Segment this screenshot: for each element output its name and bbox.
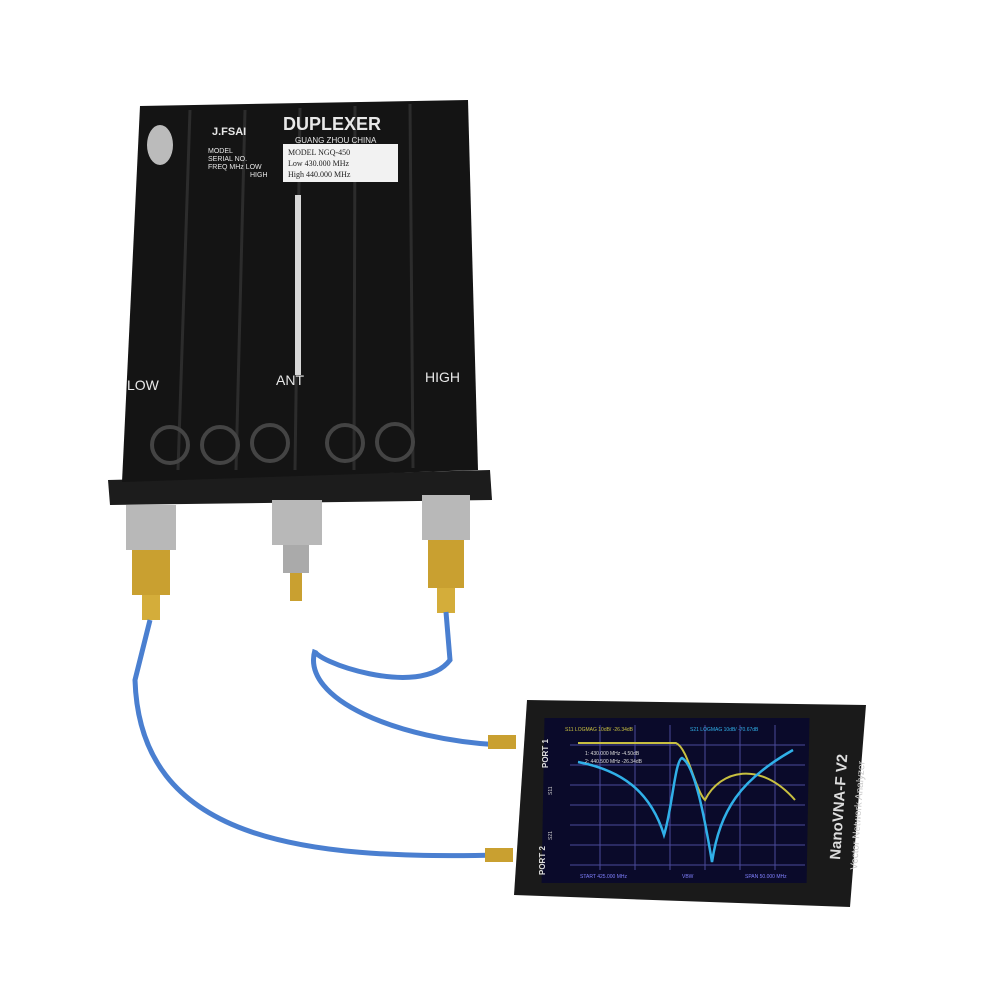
brand-logo: J.FSAI [212, 126, 246, 138]
spec-label [283, 144, 398, 182]
port-high-label: HIGH [425, 369, 460, 385]
trace2-header: S21 LOGMAG 10dB/ -70.67dB [690, 727, 759, 733]
cable-low-to-port2 [132, 619, 501, 859]
connector-ant [272, 500, 322, 601]
duplexer-title: DUPLEXER [283, 114, 381, 134]
trace-s11 [578, 742, 796, 802]
port-ant-label: ANT [276, 372, 304, 388]
duplexer-subtitle: GUANG ZHOU CHINA [295, 136, 377, 145]
reflection-strip [295, 195, 301, 375]
port2-connector [485, 848, 513, 862]
label-serial: SERIAL NO. [208, 156, 247, 163]
port-low-label: LOW [127, 377, 160, 393]
port1-label: PORT 1 [541, 739, 550, 768]
label-model: MODEL [208, 148, 233, 155]
spec-model: MODEL NGQ-450 [288, 148, 350, 157]
trace1-header: S11 LOGMAG 10dB/ -26.34dB [565, 727, 634, 733]
connector-low [126, 505, 176, 620]
tuning-loops [150, 422, 415, 465]
screen-grid [570, 725, 805, 870]
trace-s21 [577, 748, 794, 863]
footer-mid: VBW [682, 874, 694, 880]
marker2-readout: 2: 440.500 MHz -26.34dB [585, 759, 643, 765]
sticker [147, 125, 173, 165]
label-freq: FREQ MHz LOW [208, 164, 262, 171]
spec-low: Low 430.000 MHz [288, 159, 350, 168]
connector-high [422, 495, 470, 613]
marker1-readout: 1: 430.000 MHz -4.50dB [585, 751, 640, 757]
footer-span: SPAN 50.000 MHz [745, 874, 787, 880]
s11-label: S11 [548, 786, 554, 795]
port1-connector [488, 735, 516, 749]
footer-start: START 425.000 MHz [580, 874, 627, 880]
s21-label: S21 [548, 831, 554, 840]
label-high: HIGH [250, 172, 268, 179]
port2-label: PORT 2 [538, 846, 547, 875]
spec-high: High 440.000 MHz [288, 170, 351, 179]
cable-high-to-port1 [311, 611, 501, 748]
analyzer-screen [541, 718, 810, 883]
